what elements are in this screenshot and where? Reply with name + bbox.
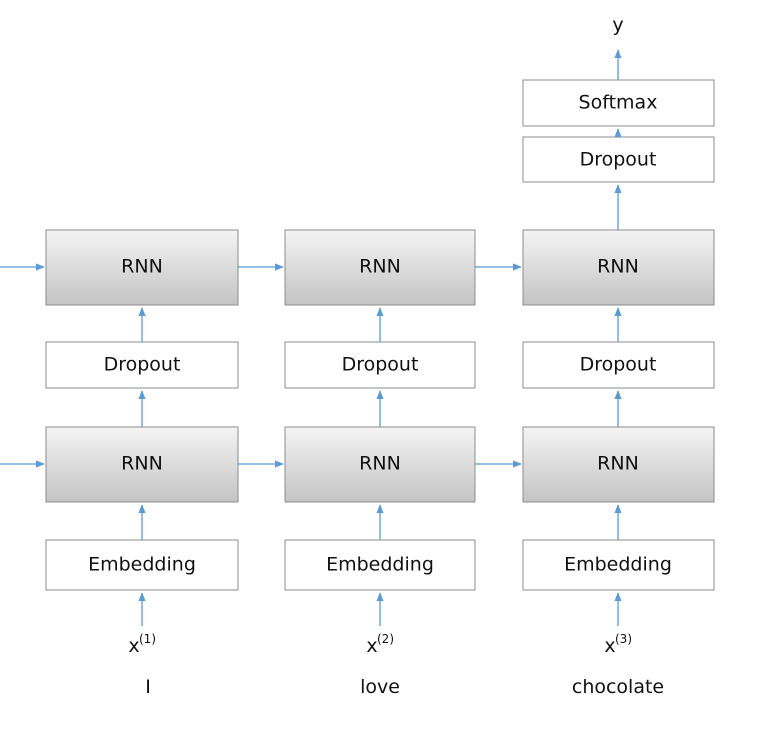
word-label: I [145, 676, 151, 698]
input-superscript: (1) [139, 632, 156, 646]
column-2: RNN Dropout RNN Embedding x (2) love [284, 229, 476, 698]
rnn-layer2-label: RNN [359, 256, 401, 278]
input-variable-label: x [366, 635, 377, 657]
rnn-layer2-label: RNN [597, 256, 639, 278]
dropout-label: Dropout [580, 354, 657, 376]
rnn-layer1-box [522, 426, 715, 503]
input-variable-label: x [128, 635, 139, 657]
word-label: love [360, 676, 400, 698]
top-dropout-box [522, 136, 715, 183]
rnn-layer2-box [45, 229, 239, 306]
input-superscript: (2) [377, 632, 394, 646]
input-variable-label: x [604, 635, 615, 657]
embedding-box [45, 539, 239, 591]
dropout-label: Dropout [104, 354, 181, 376]
input-superscript: (3) [615, 632, 632, 646]
dropout-box [284, 341, 476, 389]
embedding-label: Embedding [88, 554, 196, 576]
rnn-layer2-box [284, 229, 476, 306]
column-1: RNN Dropout RNN Embedding x (1) I [45, 229, 239, 698]
embedding-box [284, 539, 476, 591]
embedding-label: Embedding [326, 554, 434, 576]
top-dropout-label: Dropout [580, 149, 657, 171]
rnn-layer1-label: RNN [359, 453, 401, 475]
connection-arrows [0, 49, 622, 626]
embedding-box [522, 539, 715, 591]
word-label: chocolate [572, 676, 664, 698]
dropout-label: Dropout [342, 354, 419, 376]
rnn-layer1-label: RNN [121, 453, 163, 475]
softmax-label: Softmax [579, 92, 658, 114]
column-3: Softmax Dropout RNN Dropout RNN Embeddin… [522, 14, 715, 698]
dropout-box [522, 341, 715, 389]
rnn-layer1-label: RNN [597, 453, 639, 475]
dropout-box [45, 341, 239, 389]
softmax-box [522, 79, 715, 127]
embedding-label: Embedding [564, 554, 672, 576]
rnn-layer1-box [284, 426, 476, 503]
rnn-layer2-label: RNN [121, 256, 163, 278]
output-label: y [612, 14, 623, 36]
